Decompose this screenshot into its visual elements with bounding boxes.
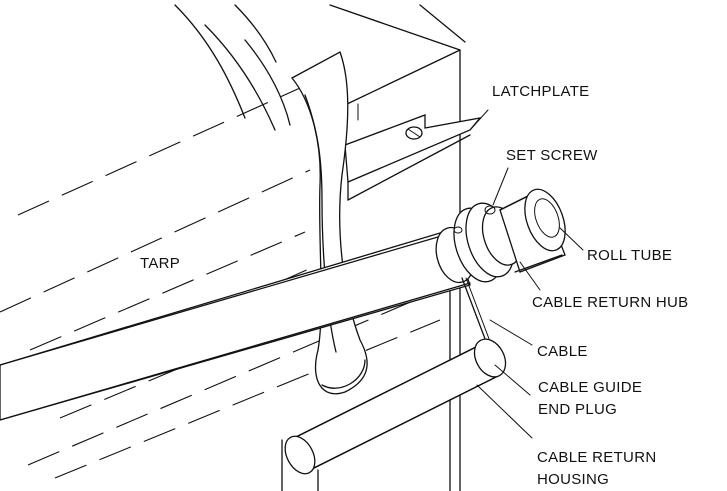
label-cable-guide-line2: END PLUG [538, 401, 617, 418]
roll-tube-end [499, 188, 566, 273]
latchplate [344, 114, 482, 201]
label-cable-guide-line1: CABLE GUIDE [538, 379, 642, 396]
leader-lines [469, 109, 584, 439]
tarp-strap [290, 51, 368, 395]
label-tarp: TARP [140, 255, 180, 272]
trailer-body [329, 4, 466, 491]
cable-return-housing [281, 338, 507, 491]
label-set-screw: SET SCREW [506, 147, 598, 164]
label-cable-return-hub: CABLE RETURN HUB [532, 294, 689, 311]
label-cable-return-housing-line1: CABLE RETURN [537, 449, 656, 466]
label-latchplate: LATCHPLATE [492, 83, 589, 100]
label-cable: CABLE [537, 343, 588, 360]
label-roll-tube: ROLL TUBE [587, 247, 672, 264]
roll-tube [0, 226, 475, 421]
label-cable-return-housing-line2: HOUSING [537, 471, 609, 488]
